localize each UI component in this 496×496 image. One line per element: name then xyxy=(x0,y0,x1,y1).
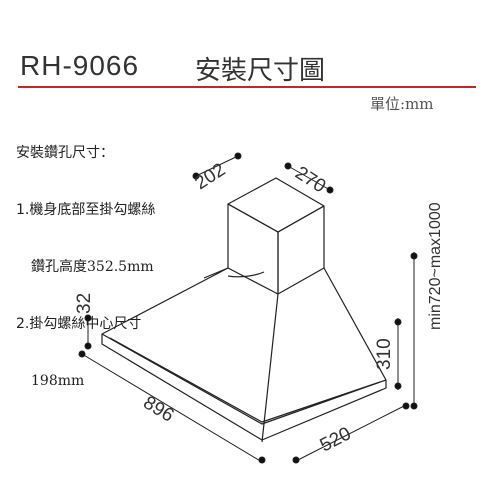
hood-left-edge xyxy=(101,267,229,335)
label-body-height: 310 xyxy=(374,338,395,370)
hood-right-edge xyxy=(323,267,387,381)
dim-line-896 xyxy=(78,350,266,464)
hood-back-edge xyxy=(227,271,265,278)
chimney-top-face xyxy=(227,177,325,233)
hood-body xyxy=(101,267,387,443)
dim-line-chimney-height xyxy=(410,252,418,410)
note-item-1: 1.機身底部至掛勾螺絲 xyxy=(16,202,156,218)
hood-top-lip xyxy=(203,267,229,279)
label-chimney-depth: 270 xyxy=(291,163,329,198)
dim-line-520 xyxy=(292,402,410,464)
dim-line-32 xyxy=(84,314,92,350)
notes-heading: 安裝鑽孔尺寸： xyxy=(16,145,114,161)
label-hood-width: 896 xyxy=(139,392,177,426)
label-chimney-width: 202 xyxy=(191,159,229,194)
dim-line-202 xyxy=(192,152,242,180)
title-underline xyxy=(18,86,476,88)
hood-base xyxy=(101,333,387,441)
dim-line-270 xyxy=(284,162,334,194)
model-number: RH-9066 xyxy=(20,50,140,81)
label-edge-height: 32 xyxy=(74,293,95,314)
drawing-title: 安裝尺寸圖 xyxy=(195,56,326,86)
base-outer xyxy=(101,333,387,441)
base-inner-line xyxy=(109,337,381,423)
label-chimney-height: min720~max1000 xyxy=(427,202,444,330)
hood-front-edge xyxy=(261,293,279,443)
note-item-2: 2.掛勾螺絲中心尺寸 xyxy=(16,316,142,332)
label-hood-depth: 520 xyxy=(317,423,355,456)
dim-line-310 xyxy=(394,318,402,390)
note-item-2-value: 198mm xyxy=(31,373,85,389)
installation-notes: 安裝鑽孔尺寸： 1.機身底部至掛勾螺絲 鑽孔高度352.5mm 2.掛勾螺絲中心… xyxy=(16,106,155,410)
unit-label: 單位:mm xyxy=(370,95,434,113)
note-item-1-value: 鑽孔高度352.5mm xyxy=(31,259,154,275)
